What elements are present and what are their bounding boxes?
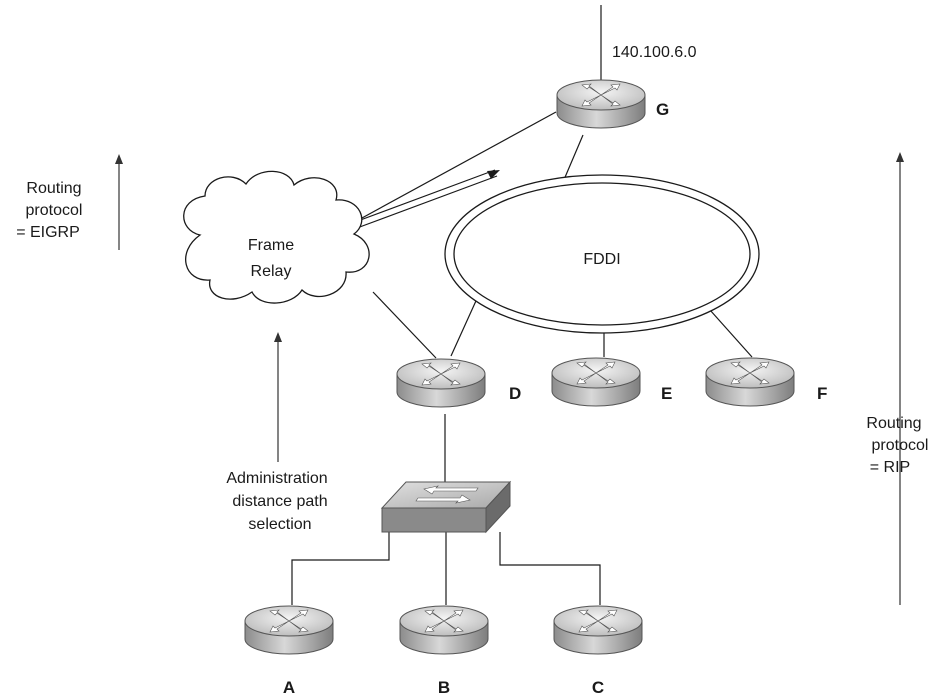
fddi-f-link [709, 309, 753, 358]
switch-a-link [291, 532, 390, 605]
switch-c-link [499, 532, 601, 605]
frame-relay-cloud: Frame Relay [183, 170, 370, 304]
admin-label-1: Administration [226, 470, 327, 487]
rip-label-1: Routing [866, 415, 921, 432]
router-c: C [553, 605, 643, 697]
router-f-label: F [817, 384, 827, 403]
framerelay-d-link [372, 291, 437, 359]
rip-label-3: = RIP [870, 459, 910, 476]
router-b: B [399, 605, 489, 697]
rip-label-2: protocol [872, 437, 929, 454]
frame-relay-label-2: Relay [251, 263, 292, 280]
router-f: F [705, 357, 827, 407]
router-a-label: A [283, 678, 295, 697]
router-b-label: B [438, 678, 450, 697]
switch [380, 480, 512, 534]
router-d-label: D [509, 384, 521, 403]
router-g: G [556, 79, 669, 129]
eigrp-path-arrow [354, 169, 500, 229]
eigrp-label-1: Routing [26, 180, 81, 197]
fddi-ring: FDDI [444, 174, 760, 334]
fddi-d-link [450, 291, 481, 357]
router-d: D [396, 358, 521, 408]
admin-label-3: selection [248, 516, 311, 533]
framerelay-g-link [361, 111, 557, 219]
g-fddi-link [562, 134, 584, 183]
eigrp-label-3: = EIGRP [16, 224, 80, 241]
fddi-label: FDDI [583, 251, 620, 268]
router-g-label: G [656, 100, 669, 119]
router-a: A [244, 605, 334, 697]
eigrp-label-2: protocol [26, 202, 83, 219]
router-c-label: C [592, 678, 604, 697]
admin-label-2: distance path [232, 493, 327, 510]
network-address-label: 140.100.6.0 [612, 44, 697, 61]
router-e-label: E [661, 384, 672, 403]
router-e: E [551, 357, 672, 407]
admin-distance-annotation: Administration distance path selection [226, 332, 328, 533]
eigrp-annotation: Routing protocol = EIGRP [16, 154, 123, 250]
frame-relay-label-1: Frame [248, 237, 294, 254]
rip-annotation: Routing protocol = RIP [866, 152, 928, 605]
